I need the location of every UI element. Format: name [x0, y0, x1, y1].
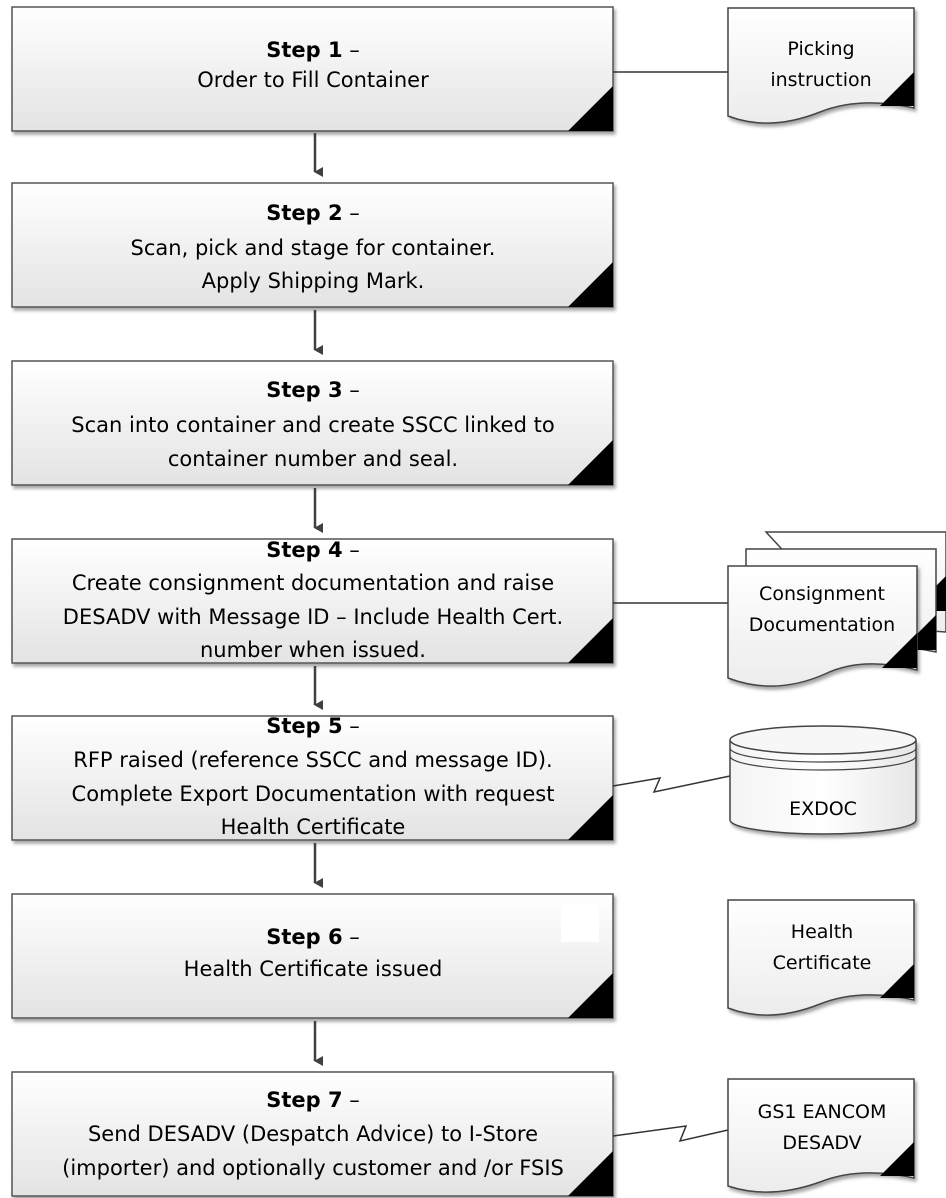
step-4-dash: –	[343, 538, 360, 562]
document-gs1-eancom-desadv: GS1 EANCOM DESADV	[727, 1078, 915, 1193]
step-5-heading: Step 5 –	[266, 714, 360, 738]
step-7-line-2: (importer) and optionally customer and /…	[62, 1156, 564, 1180]
step-5-dash: –	[343, 714, 360, 738]
step-2-heading: Step 2 –	[266, 201, 360, 225]
step-2-line-2: Apply Shipping Mark.	[202, 269, 425, 293]
step-4-box: Step 4 – Create consignment documentatio…	[11, 538, 614, 664]
step-5-line-2: Complete Export Documentation with reque…	[72, 782, 555, 806]
step-3-heading: Step 3 –	[266, 378, 360, 402]
step-3-box: Step 3 – Scan into container and create …	[11, 360, 614, 486]
step-6-heading: Step 6 –	[266, 925, 360, 949]
step-5-line-1: RFP raised (reference SSCC and message I…	[73, 748, 552, 772]
step-6-title: Step 6	[266, 925, 342, 949]
step-1-title: Step 1	[266, 38, 342, 62]
consignment-line-2: Documentation	[749, 614, 895, 636]
step-6-box: Step 6 – Health Certificate issued	[11, 893, 614, 1019]
step-4-heading: Step 4 –	[266, 538, 360, 562]
step-5-title: Step 5	[266, 714, 342, 738]
step-3-title: Step 3	[266, 378, 342, 402]
step-4-line-2: DESADV with Message ID – Include Health …	[63, 605, 563, 629]
step-4-title: Step 4	[266, 538, 342, 562]
step-7-box: Step 7 – Send DESADV (Despatch Advice) t…	[11, 1071, 614, 1197]
step-6-line-1: Health Certificate issued	[184, 957, 443, 981]
step-4-line-1: Create consignment documentation and rai…	[72, 571, 554, 595]
connector-step5-exdoc-zigzag	[612, 775, 731, 794]
picking-instruction-line-2: instruction	[770, 69, 871, 91]
health-certificate-line-1: Health	[791, 921, 853, 943]
step-2-dash: –	[343, 201, 360, 225]
step-3-dash: –	[343, 378, 360, 402]
step-7-title: Step 7	[266, 1088, 342, 1112]
consignment-line-1: Consignment	[759, 583, 885, 605]
exdoc-label: EXDOC	[789, 798, 857, 820]
document-health-certificate: Health Certificate	[727, 899, 915, 1016]
step-1-dash: –	[343, 38, 360, 62]
connector-step7-gs1-zigzag	[612, 1125, 729, 1143]
gs1-line-1: GS1 EANCOM	[758, 1101, 887, 1123]
health-certificate-line-2: Certificate	[773, 952, 872, 974]
gs1-line-2: DESADV	[782, 1132, 861, 1154]
step-7-heading: Step 7 –	[266, 1088, 360, 1112]
step-7-line-1: Send DESADV (Despatch Advice) to I-Store	[88, 1122, 538, 1146]
connectors	[612, 71, 731, 1143]
step-5-box: Step 5 – RFP raised (reference SSCC and …	[11, 714, 614, 841]
step-2-title: Step 2	[266, 201, 342, 225]
step-3-line-1: Scan into container and create SSCC link…	[71, 413, 554, 437]
step-1-box: Step 1 – Order to Fill Container	[11, 6, 614, 132]
step-5-line-3: Health Certificate	[221, 815, 406, 839]
step-6-dash: –	[343, 925, 360, 949]
document-picking-instruction: Picking instruction	[727, 7, 915, 124]
step-2-line-1: Scan, pick and stage for container.	[131, 236, 496, 260]
document-consignment-documentation: Consignment Documentation	[727, 531, 946, 687]
database-exdoc: EXDOC	[729, 725, 917, 835]
step-2-box: Step 2 – Scan, pick and stage for contai…	[11, 182, 614, 308]
step-1-heading: Step 1 –	[266, 38, 360, 62]
step-4-line-3: number when issued.	[200, 638, 426, 662]
step-3-line-2: container number and seal.	[168, 447, 458, 471]
step-7-dash: –	[343, 1088, 360, 1112]
step-1-line-1: Order to Fill Container	[197, 68, 429, 92]
picking-instruction-line-1: Picking	[787, 38, 854, 60]
